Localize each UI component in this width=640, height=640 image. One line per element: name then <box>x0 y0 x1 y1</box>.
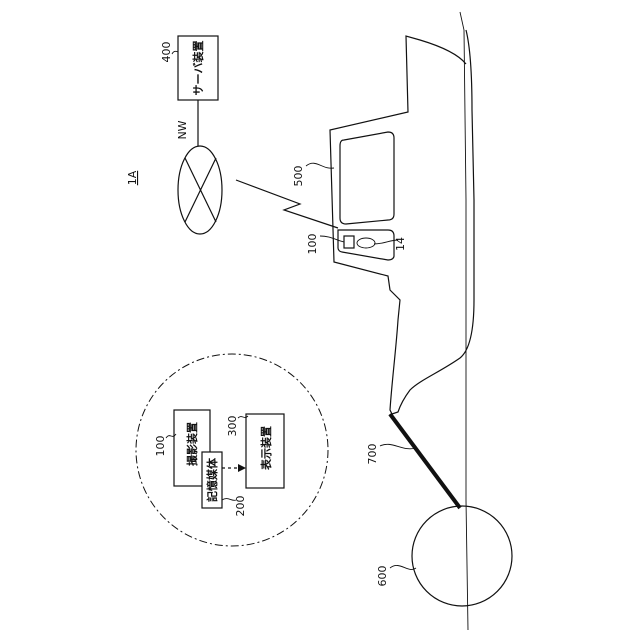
camera-unit <box>344 236 354 248</box>
camera-ref: 100 <box>306 234 319 255</box>
storage-display-arrowhead <box>238 464 246 472</box>
server-ref: 400 <box>160 42 173 63</box>
inset-camera-label: 撮影装置 <box>185 422 199 466</box>
external-object <box>412 506 512 606</box>
inset-camera-ref: 100 <box>154 436 167 457</box>
vehicle-leader <box>306 163 334 168</box>
server-device: サーバ装置 <box>178 36 218 100</box>
vehicle-window <box>340 132 394 224</box>
vehicle-ref: 500 <box>292 166 305 187</box>
network-cloud <box>178 146 222 234</box>
camera-lens <box>357 238 375 248</box>
inset-storage-label: 記憶媒体 <box>205 457 219 502</box>
camera-leader <box>320 236 344 242</box>
cable-ref: 700 <box>366 444 379 465</box>
figure-label: 1A <box>126 170 139 185</box>
server-label: サーバ装置 <box>191 41 205 96</box>
inset-display-label: 表示装置 <box>259 426 273 471</box>
inset-storage-ref: 200 <box>234 496 247 517</box>
inset-display-ref: 300 <box>226 416 239 437</box>
ground-line <box>460 12 468 630</box>
network-ref: NW <box>176 120 189 139</box>
wireless-bolt <box>236 180 338 228</box>
external-object-ref: 600 <box>376 566 389 587</box>
vehicle-body <box>330 30 474 414</box>
cable <box>390 414 460 508</box>
external-object-leader <box>390 565 416 569</box>
camera-sub-ref: 14 <box>394 237 407 251</box>
